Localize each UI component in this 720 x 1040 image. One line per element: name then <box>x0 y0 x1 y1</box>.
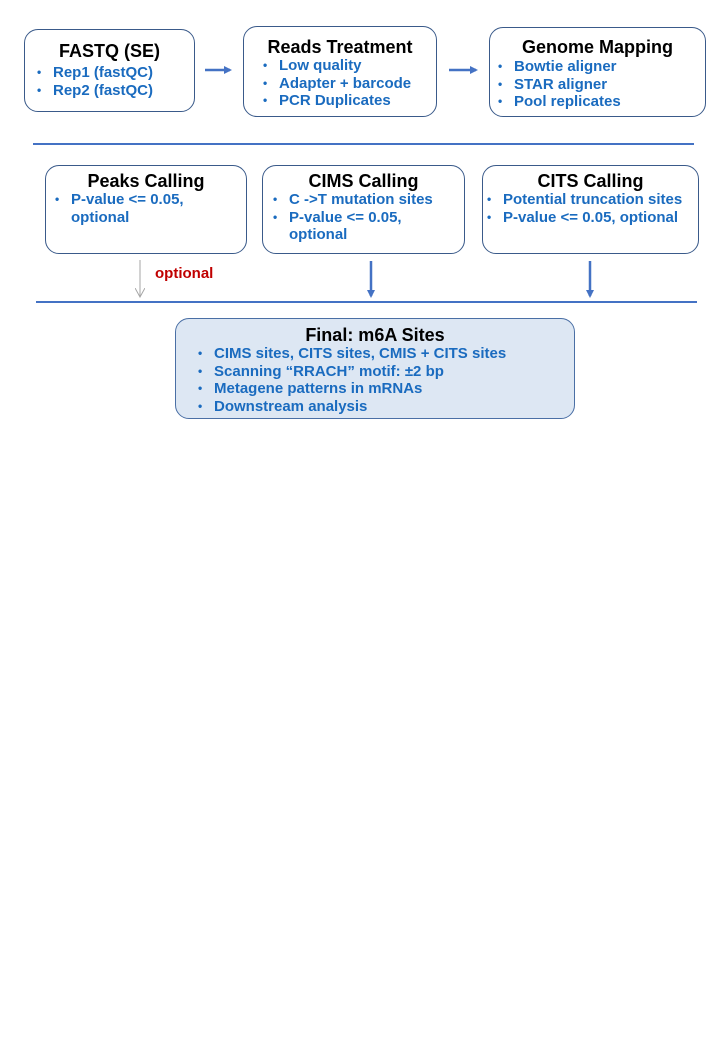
peaks-item-pvalue: P-value <= 0.05, optional <box>53 191 213 226</box>
reads-item-pcr: PCR Duplicates <box>261 92 411 110</box>
fastq-item-rep1: Rep1 (fastQC) <box>35 64 153 82</box>
cims-calling-box: CIMS Calling C ->T mutation sites P-valu… <box>262 165 465 254</box>
cits-calling-box: CITS Calling Potential truncation sites … <box>482 165 699 254</box>
cims-item-pvalue: P-value <= 0.05, optional <box>271 209 436 244</box>
cits-item-truncation: Potential truncation sites <box>485 191 682 209</box>
divider-top <box>33 143 694 145</box>
fastq-box: FASTQ (SE) Rep1 (fastQC) Rep2 (fastQC) <box>24 29 195 112</box>
cits-item-pvalue: P-value <= 0.05, optional <box>485 209 682 227</box>
fastq-items: Rep1 (fastQC) Rep2 (fastQC) <box>35 64 153 99</box>
genome-mapping-title: Genome Mapping <box>521 37 673 57</box>
final-title: Final: m6A Sites <box>305 325 445 345</box>
genome-item-star: STAR aligner <box>496 76 621 94</box>
peaks-calling-box: Peaks Calling P-value <= 0.05, optional <box>45 165 247 254</box>
final-item-rrach: Scanning “RRACH” motif: ±2 bp <box>196 363 506 381</box>
reads-item-adapter: Adapter + barcode <box>261 75 411 93</box>
optional-label: optional <box>155 265 214 282</box>
peaks-calling-items: P-value <= 0.05, optional <box>53 191 213 226</box>
genome-item-pool: Pool replicates <box>496 93 621 111</box>
peaks-calling-title: Peaks Calling <box>87 171 205 191</box>
cits-calling-title: CITS Calling <box>537 171 644 191</box>
cims-calling-items: C ->T mutation sites P-value <= 0.05, op… <box>271 191 436 244</box>
fastq-title: FASTQ (SE) <box>58 41 160 61</box>
reads-treatment-box: Reads Treatment Low quality Adapter + ba… <box>243 26 437 117</box>
final-item-metagene: Metagene patterns in mRNAs <box>196 380 506 398</box>
final-box: Final: m6A Sites CIMS sites, CITS sites,… <box>175 318 575 419</box>
genome-item-bowtie: Bowtie aligner <box>496 58 621 76</box>
cits-calling-items: Potential truncation sites P-value <= 0.… <box>485 191 682 226</box>
reads-treatment-items: Low quality Adapter + barcode PCR Duplic… <box>261 57 411 110</box>
fastq-item-rep2: Rep2 (fastQC) <box>35 82 153 100</box>
final-items: CIMS sites, CITS sites, CMIS + CITS site… <box>196 345 506 415</box>
divider-bottom <box>36 301 697 303</box>
genome-mapping-box: Genome Mapping Bowtie aligner STAR align… <box>489 27 706 117</box>
reads-treatment-title: Reads Treatment <box>267 37 413 57</box>
cims-item-mutation: C ->T mutation sites <box>271 191 436 209</box>
final-item-sites: CIMS sites, CITS sites, CMIS + CITS site… <box>196 345 506 363</box>
final-item-downstream: Downstream analysis <box>196 398 506 416</box>
reads-item-low-quality: Low quality <box>261 57 411 75</box>
genome-mapping-items: Bowtie aligner STAR aligner Pool replica… <box>496 58 621 111</box>
cims-calling-title: CIMS Calling <box>308 171 419 191</box>
